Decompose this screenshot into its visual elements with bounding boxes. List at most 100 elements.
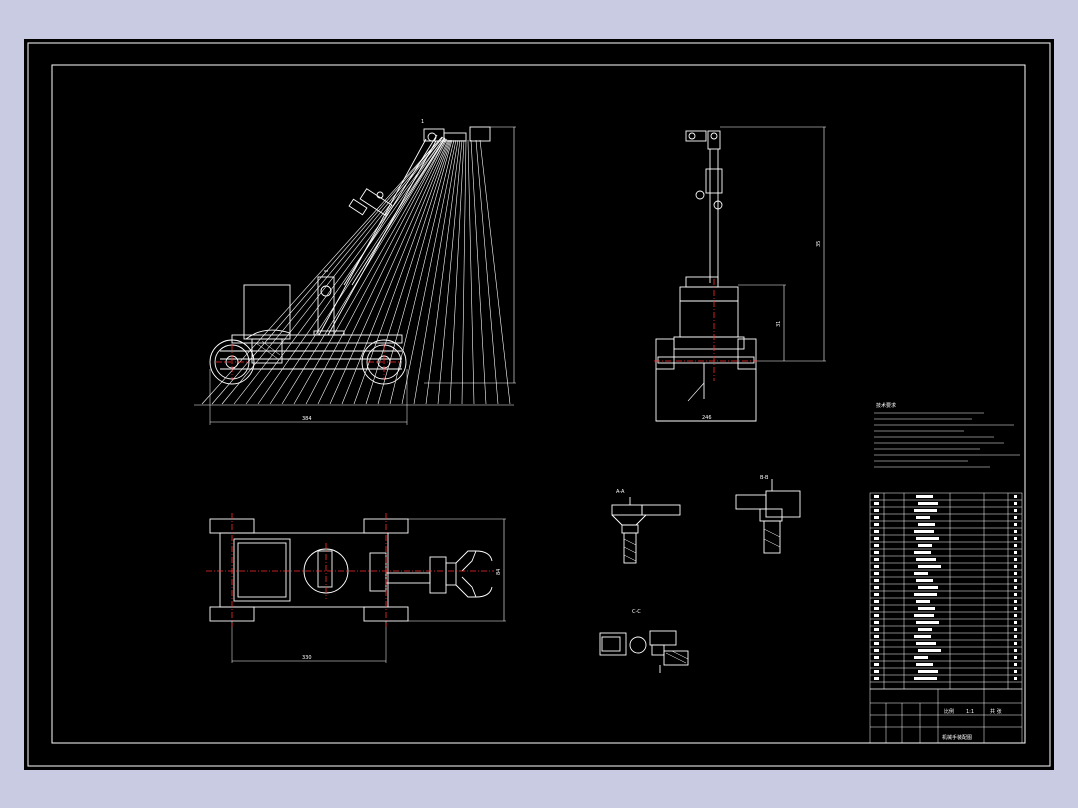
parts-list[interactable] [869,492,1023,690]
parts-list-name-mark [916,495,933,498]
section-c-detail[interactable] [599,630,689,673]
parts-list-index-mark [874,642,879,645]
parts-list-name-mark [918,649,941,652]
parts-list-index-mark [874,628,879,631]
parts-list-index-mark [874,558,879,561]
parts-list-qty-mark [1014,621,1017,624]
parts-list-name-mark [914,614,934,617]
parts-list-index-mark [874,607,879,610]
parts-list-name-mark [914,572,928,575]
plan-view[interactable] [209,518,506,663]
parts-list-name-mark [914,656,928,659]
front-view[interactable] [194,126,516,425]
parts-list-name-mark [914,509,937,512]
parts-list-name-mark [916,537,939,540]
inner-frame [51,64,1026,744]
outer-frame [27,42,1051,767]
parts-list-qty-mark [1014,670,1017,673]
parts-list-index-mark [874,670,879,673]
parts-list-qty-mark [1014,586,1017,589]
parts-list-name-mark [916,558,936,561]
parts-list-name-mark [918,544,932,547]
side-view[interactable] [655,126,826,422]
parts-list-qty-mark [1014,516,1017,519]
parts-list-qty-mark [1014,495,1017,498]
title-block [869,688,1023,744]
parts-list-name-mark [914,551,931,554]
parts-list-index-mark [874,495,879,498]
parts-list-name-mark [914,677,937,680]
parts-list-index-mark [874,579,879,582]
section-b-detail[interactable] [735,479,801,554]
front-top-label: 1 [421,119,424,125]
parts-list-qty-mark [1014,677,1017,680]
side-width-dimension: 246 [702,415,712,421]
front-width-dimension: 384 [302,416,312,422]
parts-list-index-mark [874,551,879,554]
cad-viewport[interactable]: 1 384 35 31 246 [24,39,1054,770]
plan-side-dimension: 84 [496,569,502,575]
parts-list-qty-mark [1014,530,1017,533]
parts-list-index-mark [874,537,879,540]
parts-list-index-mark [874,663,879,666]
parts-list-index-mark [874,523,879,526]
parts-list-qty-mark [1014,551,1017,554]
title-block-sheet: 共 张 [990,708,1002,715]
parts-list-index-mark [874,677,879,680]
parts-list-index-mark [874,635,879,638]
parts-list-qty-mark [1014,593,1017,596]
parts-list-name-mark [916,621,939,624]
parts-list-qty-mark [1014,635,1017,638]
parts-list-index-mark [874,502,879,505]
parts-list-qty-mark [1014,656,1017,659]
parts-list-qty-mark [1014,642,1017,645]
parts-list-qty-mark [1014,649,1017,652]
parts-list-index-mark [874,509,879,512]
technical-notes: 技术要求 [874,402,1020,468]
parts-list-qty-mark [1014,600,1017,603]
title-block-scale: 1:1 [966,709,974,715]
parts-list-index-mark [874,649,879,652]
parts-list-qty-mark [1014,663,1017,666]
parts-list-qty-mark [1014,558,1017,561]
side-height-dimension: 35 [816,241,822,247]
parts-list-qty-mark [1014,509,1017,512]
parts-list-name-mark [916,642,936,645]
parts-list-index-mark [874,600,879,603]
parts-list-qty-mark [1014,607,1017,610]
section-a-label: A-A [616,489,625,495]
parts-list-name-mark [918,586,938,589]
title-block-scale-label: 比例 [944,708,954,715]
parts-list-name-mark [916,579,933,582]
section-c-label: C-C [632,609,641,615]
parts-list-qty-mark [1014,544,1017,547]
parts-list-qty-mark [1014,565,1017,568]
parts-list-index-mark [874,593,879,596]
parts-list-index-mark [874,530,879,533]
section-b-label: B-B [760,475,769,481]
technical-notes-heading: 技术要求 [876,402,896,409]
parts-list-index-mark [874,544,879,547]
parts-list-name-mark [914,635,931,638]
plan-width-dimension: 330 [302,655,312,661]
parts-list-index-mark [874,516,879,519]
side-view-centerline [654,279,758,381]
parts-list-name-mark [918,502,938,505]
section-a-detail[interactable] [611,497,681,564]
assembly-drawing: 1 384 35 31 246 [27,42,1051,767]
parts-list-index-mark [874,572,879,575]
parts-list-qty-mark [1014,523,1017,526]
parts-list-index-mark [874,656,879,659]
parts-list-name-mark [916,516,930,519]
parts-list-name-mark [914,593,937,596]
front-view-centerlines [216,344,400,380]
parts-list-index-mark [874,586,879,589]
parts-list-name-mark [916,600,930,603]
parts-list-qty-mark [1014,628,1017,631]
parts-list-qty-mark [1014,537,1017,540]
side-mid-dimension: 31 [776,321,782,327]
parts-list-index-mark [874,614,879,617]
parts-list-qty-mark [1014,614,1017,617]
parts-list-name-mark [916,663,933,666]
parts-list-name-mark [918,565,941,568]
